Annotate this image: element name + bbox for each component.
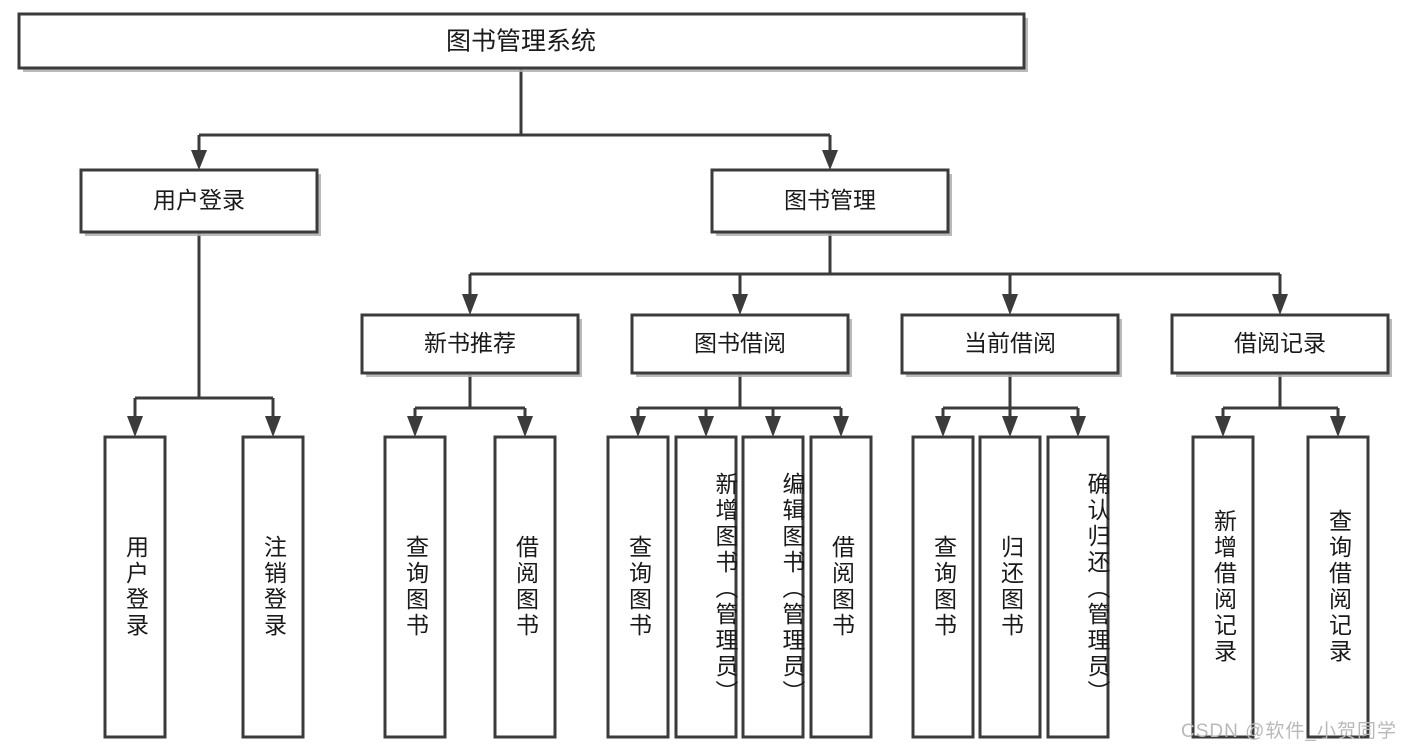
node-book-management[interactable]: 图书管理 xyxy=(710,168,952,236)
arrow-head-user-login-leaf-2 xyxy=(265,416,281,437)
leaf-box-book-borrow-3[interactable] xyxy=(741,435,805,739)
book-management-box xyxy=(710,168,950,234)
node-book-borrow[interactable]: 图书借阅 xyxy=(630,313,852,377)
leaf-box-book-borrow-2[interactable] xyxy=(674,435,738,739)
connector-group xyxy=(127,68,1346,437)
borrow-record-label: 借阅记录 xyxy=(1234,330,1326,356)
new-book-recommend-label: 新书推荐 xyxy=(424,330,516,356)
leaf-box-borrow-record-1[interactable] xyxy=(1191,435,1255,739)
leaf-box-current-borrow-3[interactable] xyxy=(1046,435,1110,739)
leaf-box-borrow-record-2[interactable] xyxy=(1306,435,1370,739)
user-login-label: 用户登录 xyxy=(153,187,245,213)
root-box xyxy=(17,12,1026,70)
arrow-head-borrow-record-leaf-2 xyxy=(1330,416,1346,437)
leaf-box-book-borrow-1[interactable] xyxy=(606,435,670,739)
current-borrow-box xyxy=(900,313,1120,375)
leaf-box-book-borrow-4[interactable] xyxy=(809,435,873,739)
leaf-box-user-login-1[interactable] xyxy=(103,435,167,739)
arrow-head-current-borrow-leaf-2 xyxy=(1002,416,1018,437)
arrow-head-book-manage xyxy=(822,150,838,170)
arrow-head-current-borrow-leaf-3 xyxy=(1070,416,1086,437)
node-user-login[interactable]: 用户登录 xyxy=(79,168,321,236)
leaf-box-current-borrow-2[interactable] xyxy=(978,435,1042,739)
node-root-book-management-system[interactable]: 图书管理系统 xyxy=(17,12,1028,72)
arrow-head-book-borrow-leaf-2 xyxy=(698,416,714,437)
arrow-head-borrow-record xyxy=(1272,294,1288,315)
book-management-label: 图书管理 xyxy=(784,187,876,213)
arrow-head-new-book-leaf-2 xyxy=(517,416,533,437)
arrow-head-user-login-leaf-1 xyxy=(127,416,143,437)
node-borrow-record[interactable]: 借阅记录 xyxy=(1170,313,1392,377)
leaf-box-group xyxy=(103,435,1370,739)
book-borrow-label: 图书借阅 xyxy=(694,330,786,356)
arrow-head-book-borrow-leaf-3 xyxy=(765,416,781,437)
arrow-head-current-borrow-leaf-1 xyxy=(935,416,951,437)
arrow-head-book-borrow xyxy=(732,294,748,315)
new-book-recommend-box xyxy=(360,313,580,375)
root-label: 图书管理系统 xyxy=(446,28,596,56)
arrow-head-book-borrow-leaf-4 xyxy=(833,416,849,437)
user-login-box xyxy=(79,168,319,234)
arrow-head-book-borrow-leaf-1 xyxy=(630,416,646,437)
leaf-box-new-book-2[interactable] xyxy=(493,435,557,739)
arrow-head-borrow-record-leaf-1 xyxy=(1215,416,1231,437)
current-borrow-label: 当前借阅 xyxy=(964,330,1056,356)
leaf-box-current-borrow-1[interactable] xyxy=(911,435,975,739)
arrow-head-new-book xyxy=(462,294,478,315)
node-new-book-recommend[interactable]: 新书推荐 xyxy=(360,313,582,377)
watermark-text: CSDN @软件_小贺同学 xyxy=(1181,721,1397,742)
leaf-box-user-login-2[interactable] xyxy=(241,435,305,739)
book-borrow-box xyxy=(630,313,850,375)
arrow-head-user-login xyxy=(191,150,207,170)
arrow-head-current-borrow xyxy=(1002,294,1018,315)
arrow-head-new-book-leaf-1 xyxy=(407,416,423,437)
node-current-borrow[interactable]: 当前借阅 xyxy=(900,313,1122,377)
borrow-record-box xyxy=(1170,313,1390,375)
leaf-box-new-book-1[interactable] xyxy=(383,435,447,739)
